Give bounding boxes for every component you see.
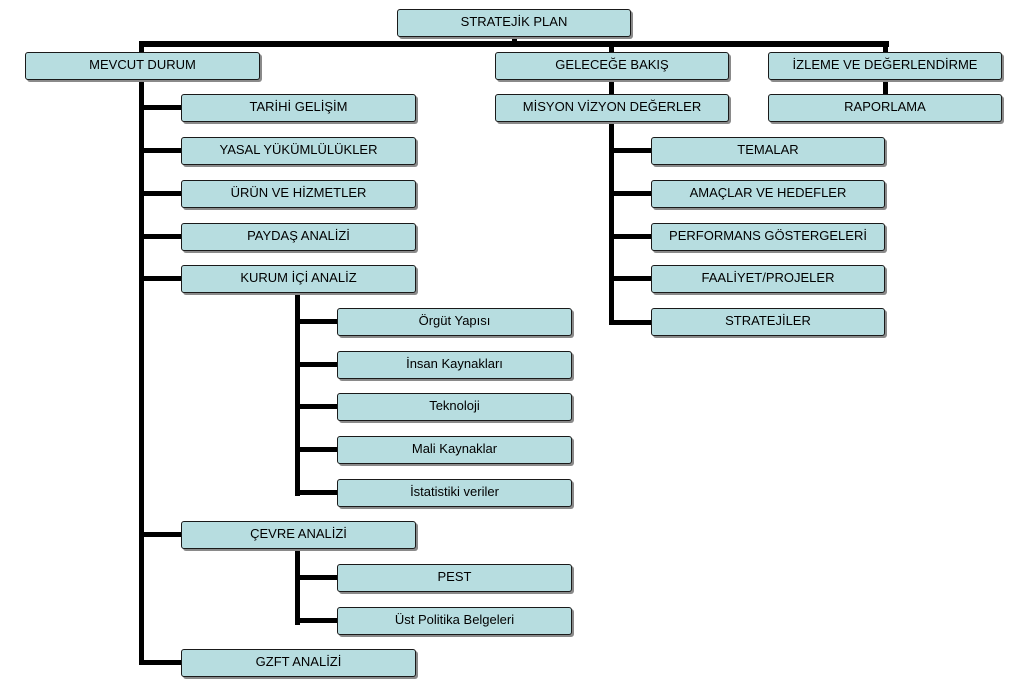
connector-top-bar	[139, 41, 889, 47]
connector-kurum-ici	[139, 276, 182, 281]
paydas-analizi-box: PAYDAŞ ANALİZİ	[181, 223, 416, 251]
connector-mevcut-drop	[139, 41, 144, 53]
connector-amaclar	[609, 191, 652, 196]
connector-gzft	[139, 660, 182, 665]
connector-mevcut-trunk	[139, 79, 144, 665]
connector-izleme-drop	[883, 41, 888, 53]
connector-root-stem	[512, 36, 517, 44]
stratejiler-box: STRATEJİLER	[651, 308, 885, 336]
connector-cevre	[139, 532, 182, 537]
urun-hizmetler-box: ÜRÜN VE HİZMETLER	[181, 180, 416, 208]
temalar-box: TEMALAR	[651, 137, 885, 165]
istatistiki-veriler-box: İstatistiki veriler	[337, 479, 572, 507]
gelecege-bakis-box: GELECEĞE BAKIŞ	[495, 52, 729, 80]
connector-ust-politika	[295, 618, 338, 623]
connector-gelecege-drop	[609, 41, 614, 53]
connector-pest	[295, 575, 338, 580]
connector-urun	[139, 191, 182, 196]
orgut-yapisi-box: Örgüt Yapısı	[337, 308, 572, 336]
yasal-yukumlulukler-box: YASAL YÜKÜMLÜLÜKLER	[181, 137, 416, 165]
connector-istatistik	[295, 490, 338, 495]
amaclar-hedefler-box: AMAÇLAR VE HEDEFLER	[651, 180, 885, 208]
connector-stratejiler	[609, 320, 652, 325]
connector-performans	[609, 234, 652, 239]
pest-box: PEST	[337, 564, 572, 592]
misyon-vizyon-box: MİSYON VİZYON DEĞERLER	[495, 94, 729, 122]
insan-kaynaklari-box: İnsan Kaynakları	[337, 351, 572, 379]
connector-insan	[295, 362, 338, 367]
root-box: STRATEJİK PLAN	[397, 9, 631, 37]
connector-gelecege-stem	[609, 79, 614, 95]
connector-teknoloji	[295, 404, 338, 409]
connector-kurum-trunk	[295, 292, 300, 496]
connector-orgut	[295, 319, 338, 324]
connector-cevre-trunk	[295, 548, 300, 625]
connector-izleme-stem	[883, 79, 888, 95]
performans-gostergeleri-box: PERFORMANS GÖSTERGELERİ	[651, 223, 885, 251]
connector-temalar	[609, 148, 652, 153]
faaliyet-projeler-box: FAALİYET/PROJELER	[651, 265, 885, 293]
teknoloji-box: Teknoloji	[337, 393, 572, 421]
connector-mali	[295, 447, 338, 452]
tarihi-gelisim-box: TARİHİ GELİŞİM	[181, 94, 416, 122]
connector-misyon-trunk	[609, 121, 614, 325]
cevre-analizi-box: ÇEVRE ANALİZİ	[181, 521, 416, 549]
connector-faaliyet	[609, 276, 652, 281]
raporlama-box: RAPORLAMA	[768, 94, 1002, 122]
connector-tarihi	[139, 105, 182, 110]
ust-politika-belgeleri-box: Üst Politika Belgeleri	[337, 607, 572, 635]
izleme-box: İZLEME VE DEĞERLENDİRME	[768, 52, 1002, 80]
mali-kaynaklar-box: Mali Kaynaklar	[337, 436, 572, 464]
mevcut-durum-box: MEVCUT DURUM	[25, 52, 260, 80]
connector-yasal	[139, 148, 182, 153]
gzft-analizi-box: GZFT ANALİZİ	[181, 649, 416, 677]
kurum-ici-analiz-box: KURUM İÇİ ANALİZ	[181, 265, 416, 293]
connector-paydas	[139, 234, 182, 239]
